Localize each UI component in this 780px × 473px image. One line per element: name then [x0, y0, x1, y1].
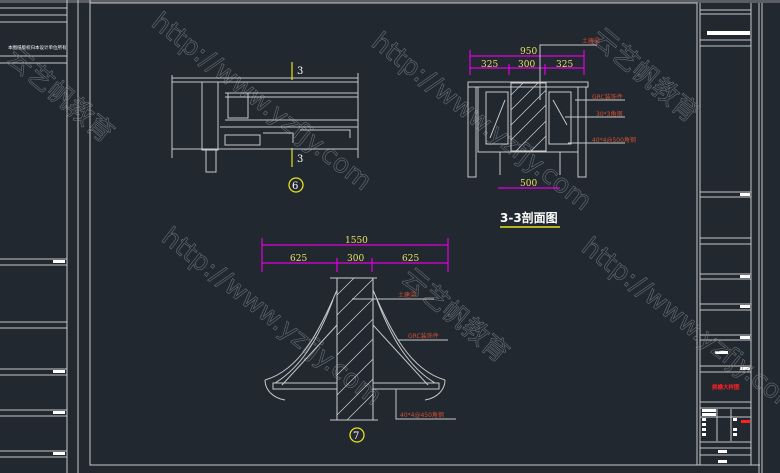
- dim-500: 500: [520, 179, 537, 189]
- note7-angle: 40*4@450角钢: [400, 411, 444, 419]
- watermark-text: http://www.yzfjy.com: [156, 222, 387, 412]
- dim-1550: 1550: [345, 236, 368, 246]
- detail-6-marker-circle: [288, 177, 304, 193]
- section-3-3: 950 325 300 325 500 土建梁 GRC装饰件 30*3角钢 40…: [467, 37, 636, 228]
- section-mark-bottom: 3: [297, 154, 303, 165]
- dim-300: 300: [518, 60, 535, 70]
- watermark-text: http://www.yzfjy.com: [366, 27, 597, 217]
- note-angle-30: 30*3角钢: [596, 110, 622, 118]
- dim-625-right: 625: [402, 254, 419, 264]
- drawing-name: 挑檐大样图: [712, 383, 740, 391]
- detail-7-section: 1550 625 300 625 土建梁 GRC装饰件 40*4@450角钢 7: [261, 236, 456, 443]
- dim-325-right: 325: [556, 60, 573, 70]
- dim-625-left: 625: [290, 254, 307, 264]
- section-3-3-title: 3-3剖面图: [500, 210, 558, 225]
- watermark-text: 云艺帆教育: [1, 42, 120, 149]
- watermark-text: http://www.yzfjy.com: [146, 7, 377, 197]
- detail-7-marker: 7: [353, 431, 359, 442]
- note-grc: GRC装饰件: [592, 93, 623, 101]
- watermark: http://www.yzfjy.com http://www.yzfjy.co…: [0, 7, 780, 423]
- right-title-block: 挑檐大样图: [699, 3, 763, 473]
- watermark-text: http://www.yzfjy.com: [576, 232, 780, 422]
- detail-7-marker-circle: [349, 427, 365, 443]
- dim-950: 950: [520, 47, 537, 57]
- dim-300-center: 300: [347, 254, 364, 264]
- note-beam: 土建梁: [582, 37, 600, 45]
- dim-325-left: 325: [481, 60, 498, 70]
- top-strip: [0, 0, 780, 3]
- section-mark-top: 3: [297, 66, 303, 77]
- watermark-text: 云艺帆教育: [396, 262, 515, 369]
- note-angle-40: 40*4@500角钢: [592, 136, 636, 144]
- note7-beam: 土建梁: [398, 291, 416, 299]
- note7-grc: GRC装饰件: [408, 332, 439, 340]
- left-panel-header: 本图纸版权归本设计单位所有: [8, 44, 67, 51]
- detail-6-marker: 6: [292, 181, 298, 192]
- detail-6-elevation: 3 3 6: [171, 62, 359, 193]
